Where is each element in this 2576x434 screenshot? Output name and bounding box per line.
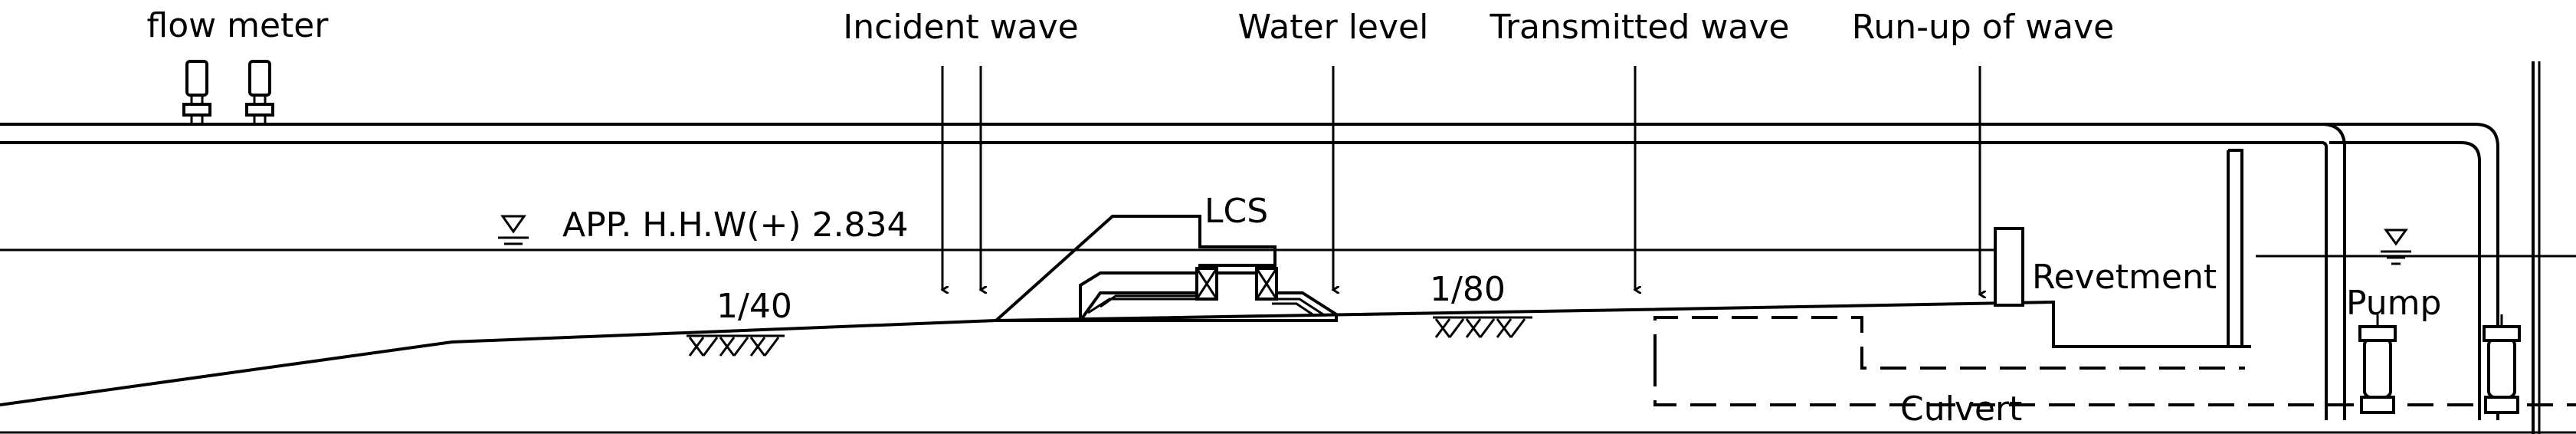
flow-meter-label: flow meter [147,6,329,45]
return-pipes [2321,61,2541,434]
slope-label-right: 1/80 [1430,270,1506,309]
incident-wave-arrows [942,66,981,290]
revetment-label: Revetment [2032,258,2217,297]
run-up-label: Run-up of wave [1852,8,2115,47]
water-level-symbol [2381,229,2411,265]
water-level-label: Water level [1238,8,1429,47]
hhw-label: APP. H.H.W(+) 2.834 [562,205,909,245]
pump-icon [2358,314,2397,414]
water-level-symbol [498,215,529,252]
flow-meter-icon [245,60,274,124]
ground-hatch [687,334,785,357]
flow-meter-icon [182,60,211,124]
pump-label: Pump [2346,284,2441,323]
transmitted-wave-label: Transmitted wave [1490,8,1790,47]
pump-icon [2483,314,2521,414]
culvert-label: Culvert [1900,390,2022,429]
flume-top-walls [0,123,2329,144]
lcs-label: LCS [1204,192,1268,231]
ground-hatch [1433,316,1532,338]
slope-label-left: 1/40 [716,287,792,326]
culvert-outline [1653,316,2576,406]
lcs-structure [991,215,1338,322]
flume-bottom-profile [0,300,2251,406]
incident-wave-label: Incident wave [843,8,1078,47]
revetment-structure [1994,149,2243,347]
